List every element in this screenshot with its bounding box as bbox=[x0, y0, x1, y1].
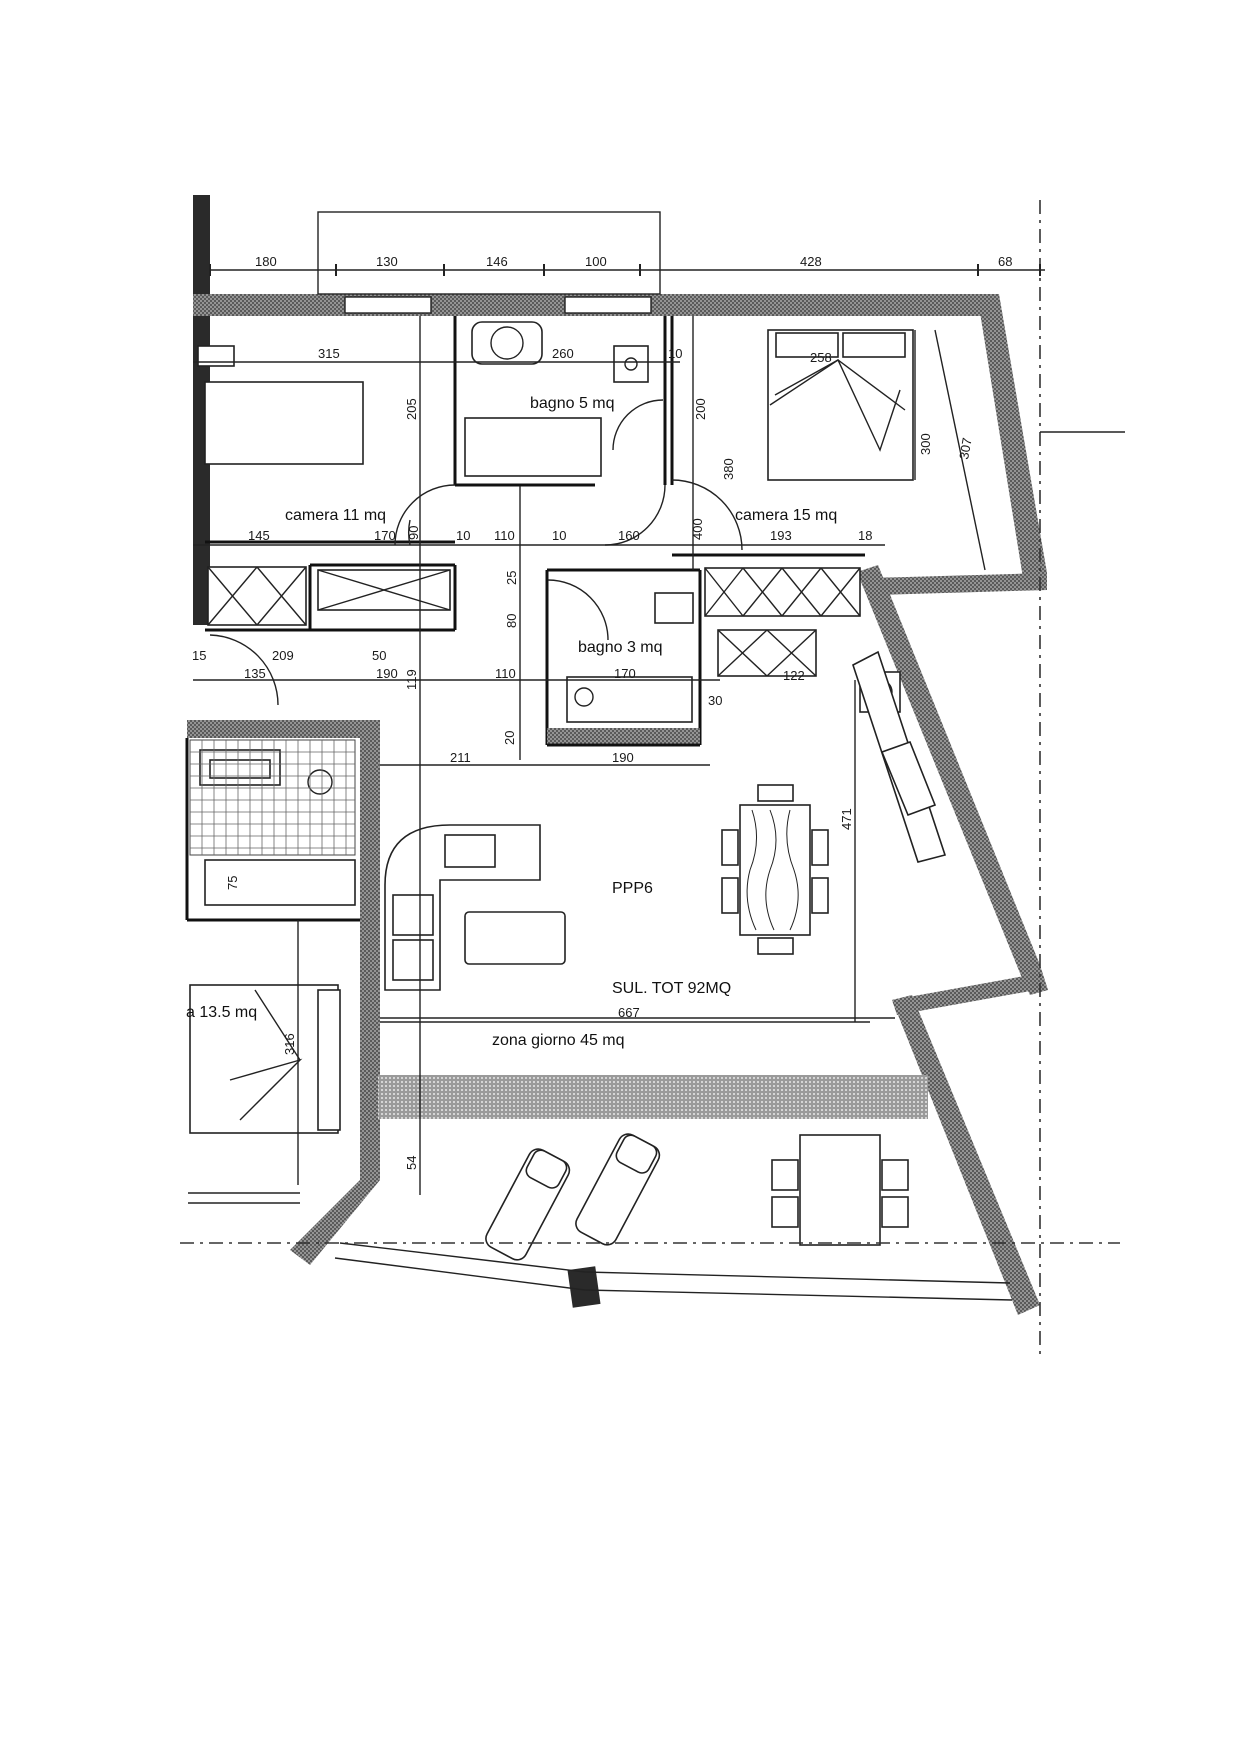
dim-15: 15 bbox=[192, 648, 206, 663]
dimension-labels: 180 130 146 100 428 68 315 260 10 258 20… bbox=[192, 254, 1012, 1170]
dim-top-100: 100 bbox=[585, 254, 607, 269]
room-ppp6: PPP6 bbox=[612, 880, 653, 897]
dim-10a: 10 bbox=[668, 346, 682, 361]
room-bagno-5: bagno 5 mq bbox=[530, 395, 615, 412]
room-bagno-3: bagno 3 mq bbox=[578, 639, 663, 656]
dim-10c: 10 bbox=[552, 528, 566, 543]
dim-471: 471 bbox=[839, 808, 854, 830]
dim-80: 80 bbox=[504, 614, 519, 628]
dim-54: 54 bbox=[404, 1156, 419, 1170]
dim-258: 258 bbox=[810, 350, 832, 365]
dim-200: 200 bbox=[693, 398, 708, 420]
exterior-walls bbox=[193, 195, 1048, 1315]
dim-145: 145 bbox=[248, 528, 270, 543]
room-camera-13: a 13.5 mq bbox=[186, 1004, 257, 1021]
dim-75: 75 bbox=[225, 876, 240, 890]
dim-380: 380 bbox=[721, 458, 736, 480]
dim-300: 300 bbox=[918, 433, 933, 455]
dim-90a: 90 bbox=[406, 526, 421, 540]
dim-110b: 110 bbox=[495, 666, 516, 681]
dim-193: 193 bbox=[770, 528, 792, 543]
dim-190a: 190 bbox=[376, 666, 398, 681]
dim-25: 25 bbox=[504, 571, 519, 585]
dim-top-146: 146 bbox=[486, 254, 508, 269]
dim-119: 119 bbox=[404, 669, 419, 690]
dim-667: 667 bbox=[618, 1005, 640, 1020]
dim-top-180: 180 bbox=[255, 254, 277, 269]
tiled-floor bbox=[189, 739, 356, 856]
dim-20: 20 bbox=[502, 731, 517, 745]
dim-10b: 10 bbox=[456, 528, 470, 543]
dim-211: 211 bbox=[450, 750, 471, 765]
dim-260: 260 bbox=[552, 346, 574, 361]
dim-110a: 110 bbox=[494, 528, 515, 543]
room-camera-15: camera 15 mq bbox=[735, 507, 837, 524]
dim-307: 307 bbox=[956, 437, 975, 461]
beds bbox=[189, 329, 914, 1134]
terrace-outline bbox=[180, 200, 1125, 1360]
dim-top-68: 68 bbox=[998, 254, 1012, 269]
dim-top-130: 130 bbox=[376, 254, 398, 269]
dim-315: 315 bbox=[318, 346, 340, 361]
room-camera-11: camera 11 mq bbox=[285, 507, 386, 524]
dim-50: 50 bbox=[372, 648, 386, 663]
terrace-furniture bbox=[485, 1133, 909, 1261]
dimension-lines bbox=[193, 316, 986, 1195]
dim-170b: 170 bbox=[614, 666, 636, 681]
dim-160: 160 bbox=[618, 528, 640, 543]
dim-122: 122 bbox=[783, 668, 805, 683]
dim-30: 30 bbox=[708, 693, 722, 708]
dim-top-428: 428 bbox=[800, 254, 822, 269]
dim-209: 209 bbox=[272, 648, 294, 663]
living-furniture bbox=[384, 784, 829, 991]
interior-walls bbox=[185, 316, 895, 1019]
room-zona-giorno: zona giorno 45 mq bbox=[492, 1032, 625, 1049]
dim-205: 205 bbox=[404, 398, 419, 420]
top-dimension-chain bbox=[209, 211, 1045, 295]
wardrobes bbox=[207, 566, 861, 677]
dim-18: 18 bbox=[858, 528, 872, 543]
room-labels: camera 11 mq bagno 5 mq camera 15 mq bag… bbox=[186, 395, 837, 1049]
dim-316: 316 bbox=[282, 1033, 297, 1055]
door-swings bbox=[209, 399, 743, 706]
dim-170a: 170 bbox=[374, 528, 396, 543]
dim-400: 400 bbox=[690, 518, 705, 540]
dim-190b: 190 bbox=[612, 750, 634, 765]
room-sul-tot: SUL. TOT 92MQ bbox=[612, 980, 731, 997]
dim-135: 135 bbox=[244, 666, 266, 681]
kitchen-counter bbox=[852, 650, 947, 863]
